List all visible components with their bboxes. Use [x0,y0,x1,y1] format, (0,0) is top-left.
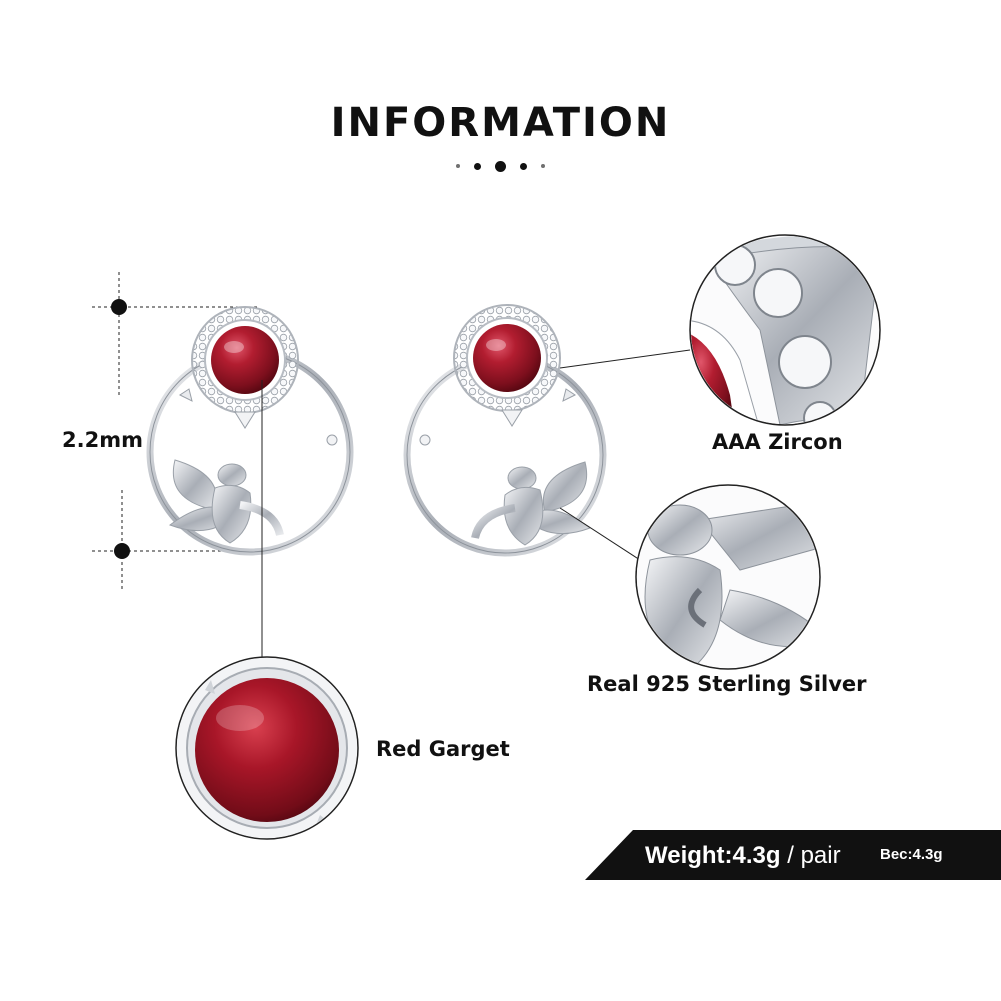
weight-text: Weight:4.3g / pair [645,842,841,870]
page-title: INFORMATION [330,100,671,146]
dimension-top-dot [111,299,127,315]
divider-dot-center [494,160,506,172]
dimension-label: 2.2mm [62,428,143,452]
weight-banner [585,830,1001,880]
title-dots-divider [450,158,550,174]
silver-label: Real 925 Sterling Silver [587,672,867,696]
right-earring [403,304,607,557]
bec-text: Bec:4.3g [880,846,943,863]
divider-dot [473,162,481,170]
zircon-zoom [689,234,881,426]
weight-unit: / pair [780,842,841,869]
divider-dot [519,162,527,170]
weight-value: Weight:4.3g [645,842,781,869]
callout-lines [261,349,691,660]
left-earring [146,306,354,556]
silver-zoom [635,484,821,670]
divider-dot [540,164,545,168]
garnet-label: Red Garget [376,737,510,761]
dimension-bottom-dot [114,543,130,559]
garnet-zoom [175,656,359,840]
divider-dot [455,164,460,168]
zircon-label: AAA Zircon [712,430,843,454]
